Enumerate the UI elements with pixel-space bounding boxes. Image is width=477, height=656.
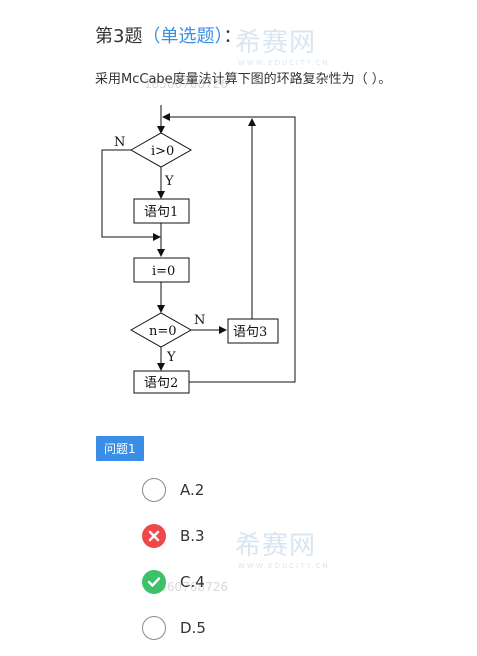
watermark-site: WWW.EDUCITY.CN: [238, 59, 330, 67]
flowchart-diagram: i>0 N Y 语句1 i=0 n=0 N Y 语句3 语句2: [101, 105, 296, 394]
wrong-cross-icon[interactable]: [142, 524, 166, 548]
decision-cond1-shape: [129, 132, 193, 168]
correct-check-icon[interactable]: [142, 570, 166, 594]
question-title: 第3题（单选题）：: [95, 22, 241, 48]
edge-cond1-no-label: N: [114, 135, 125, 150]
edge-cond1-yes-label: Y: [164, 174, 174, 189]
option-d[interactable]: D.5: [142, 615, 206, 641]
process-stmt2-label: 语句2: [144, 376, 178, 391]
process-stmt1-label: 语句1: [144, 205, 178, 220]
process-stmt1-shape: [133, 198, 190, 224]
edge-cond2-no-label: N: [194, 313, 205, 328]
watermark-brand: 希赛网: [235, 531, 317, 561]
process-stmt3-label: 语句3: [233, 325, 267, 340]
option-a[interactable]: A.2: [142, 477, 204, 503]
watermark-brand: 希赛网: [235, 28, 317, 58]
radio-empty-icon[interactable]: [142, 616, 166, 640]
process-assign-label: i=0: [152, 264, 175, 279]
edge-cond1-no: [101, 149, 161, 241]
edge-stmt2-loop: [162, 113, 296, 383]
process-stmt3-shape: [227, 318, 279, 344]
decision-cond1-label: i>0: [151, 144, 174, 159]
watermark-site: WWW.EDUCITY.CN: [238, 562, 330, 570]
edge-cond2-yes-label: Y: [166, 350, 176, 365]
option-b-label: B.3: [180, 527, 205, 545]
option-b[interactable]: B.3: [142, 523, 205, 549]
option-c[interactable]: C.4: [142, 569, 205, 595]
question-tag: 问题1: [96, 436, 144, 461]
question-number: 第3题: [95, 26, 143, 47]
decision-cond2-label: n=0: [149, 324, 177, 339]
option-a-label: A.2: [180, 481, 205, 499]
option-d-label: D.5: [180, 619, 206, 637]
question-type: （单选题）: [142, 26, 224, 47]
radio-empty-icon[interactable]: [142, 478, 166, 502]
title-colon: ：: [223, 26, 242, 47]
option-c-label: C.4: [180, 573, 205, 591]
question-text: 采用McCabe度量法计算下图的环路复杂性为（ ）。: [95, 72, 392, 87]
